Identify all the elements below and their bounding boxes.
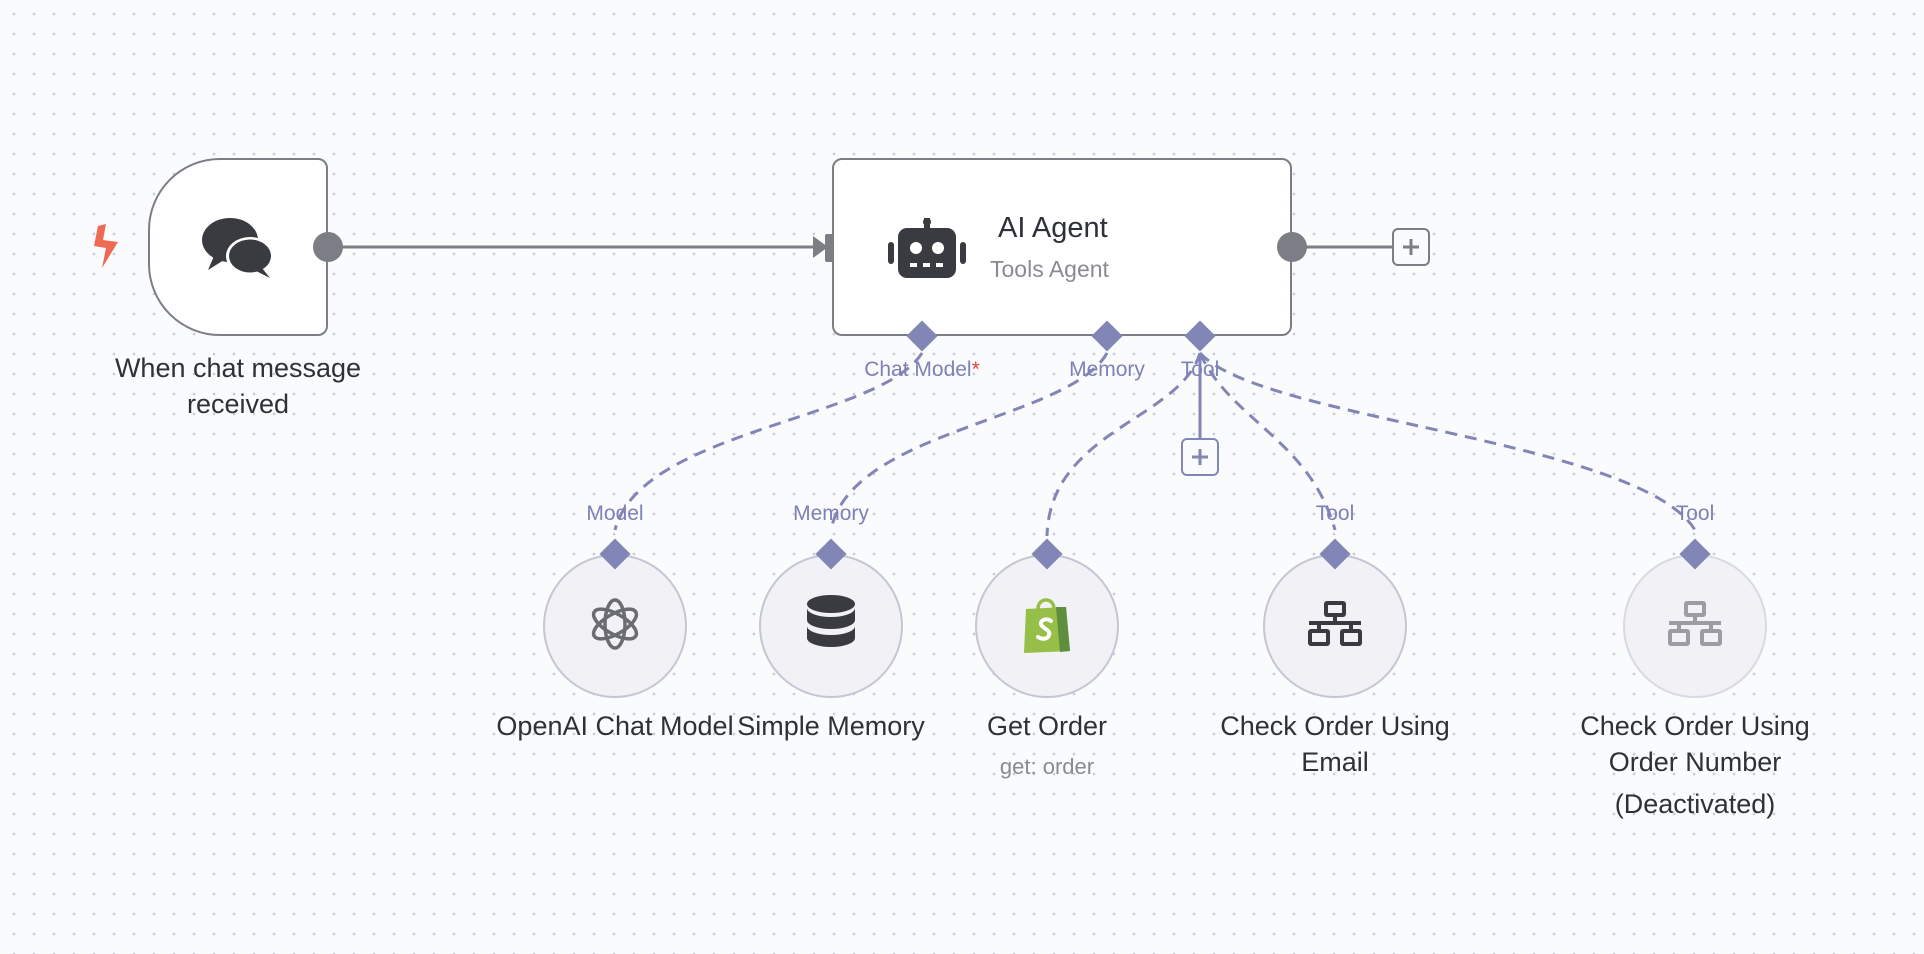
agent-port-label-chat-model: Chat Model* [864,358,980,381]
ai-agent-node[interactable]: AI Agent Tools Agent [832,158,1292,336]
agent-port-label-tool: Tool [1180,358,1220,381]
simple-memory-label: Simple Memory [737,711,925,741]
trigger-label: When chat message received [114,353,362,419]
check-number-port-label: Tool [1675,502,1715,525]
network-icon [1307,600,1363,652]
check-order-email-node[interactable] [1263,554,1407,698]
get-order-label: Get Order [986,711,1108,741]
shopify-bag-icon [1022,595,1072,658]
trigger-output-port[interactable] [313,232,343,262]
get-order-node[interactable] [975,554,1119,698]
openai-chat-model-node[interactable] [543,554,687,698]
plus-icon [1192,449,1208,465]
agent-subtitle: Tools Agent [990,256,1109,282]
agent-port-label-memory: Memory [1069,358,1145,381]
check-order-email-label: Check Order Using Email [1220,711,1450,777]
edge-tool-check-order-number[interactable] [1198,351,1697,531]
memory-port-label: Memory [793,502,869,525]
openai-label: OpenAI Chat Model [496,711,734,741]
agent-output-port[interactable] [1277,232,1307,262]
database-icon [806,594,856,658]
get-order-subtitle: get: order [999,754,1095,779]
agent-title: AI Agent [998,212,1108,244]
robot-icon [888,218,966,285]
check-order-number-node[interactable] [1623,554,1767,698]
check-order-number-label: Check Order Using Order Number (Deactiva… [1580,711,1810,819]
tool-add-button[interactable] [1181,438,1219,476]
openai-port-label: Model [586,502,644,525]
plus-icon [1403,239,1419,255]
trigger-bolt-icon [92,224,120,273]
check-email-port-label: Tool [1315,502,1355,525]
trigger-node[interactable] [148,158,328,336]
chat-bubbles-icon [200,214,276,285]
openai-icon [585,594,645,659]
agent-add-node-button[interactable] [1392,228,1430,266]
simple-memory-node[interactable] [759,554,903,698]
network-icon [1667,600,1723,652]
